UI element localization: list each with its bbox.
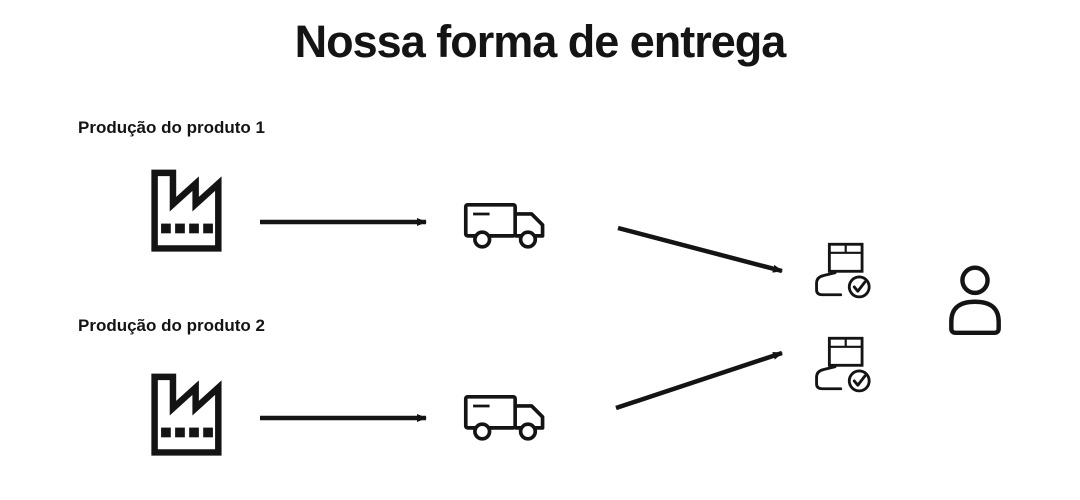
delivery-truck-icon-1 (460, 192, 552, 256)
factory-icon-product-2 (128, 352, 246, 460)
delivery-truck-icon-2 (460, 384, 552, 448)
customer-person-icon (938, 258, 1012, 344)
arrow-truck1-to-package1 (617, 225, 783, 274)
package-handover-check-icon-2 (808, 334, 882, 398)
page-title: Nossa forma de entrega (294, 16, 787, 67)
factory-icon-product-1 (128, 148, 246, 256)
row-1-label: Produção do produto 1 (78, 118, 265, 137)
arrow-truck2-to-package2 (615, 350, 783, 411)
row-2-label: Produção do produto 2 (78, 316, 265, 335)
package-handover-check-icon-1 (808, 240, 882, 304)
